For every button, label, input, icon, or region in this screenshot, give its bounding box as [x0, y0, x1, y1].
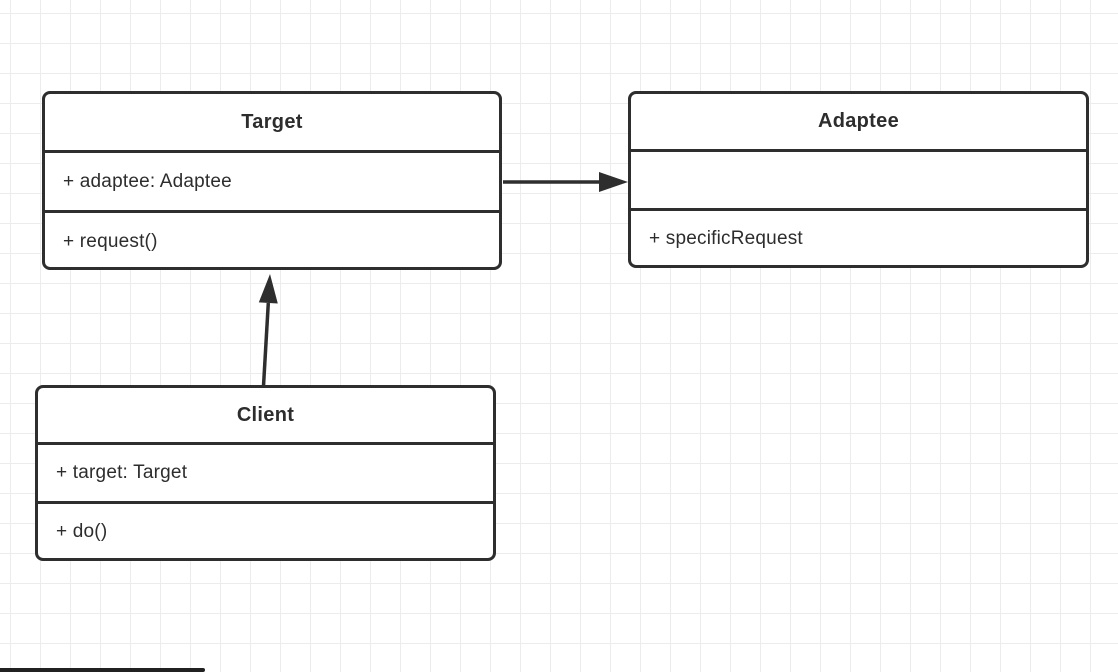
class-title: Client: [236, 403, 295, 426]
arrow-line[interactable]: [261, 302, 271, 387]
class-attribute: + adaptee: Adaptee: [63, 170, 232, 192]
class-attributes-section: + adaptee: Adaptee: [45, 150, 499, 210]
uml-class-target[interactable]: Target + adaptee: Adaptee + request(): [42, 91, 502, 270]
class-methods-section: + request(): [45, 210, 499, 270]
class-title: Adaptee: [817, 110, 899, 132]
canvas-horizontal-scrollbar[interactable]: [0, 668, 205, 672]
class-title: Target: [241, 110, 303, 133]
class-attributes-section: + target: Target: [38, 442, 493, 501]
association-arrow-target-to-adaptee[interactable]: [503, 172, 628, 192]
uml-class-client[interactable]: Client + target: Target + do(): [35, 385, 496, 561]
association-arrow-client-to-target[interactable]: [258, 274, 278, 387]
class-attribute: + target: Target: [56, 462, 188, 483]
class-method: + do(): [56, 521, 108, 542]
class-methods-section: + do(): [38, 501, 493, 560]
class-method: + specificRequest: [649, 228, 803, 249]
class-attributes-section-empty: [631, 149, 1086, 208]
uml-class-adaptee[interactable]: Adaptee + specificRequest: [628, 91, 1089, 268]
class-method: + request(): [63, 230, 158, 252]
class-methods-section: + specificRequest: [631, 208, 1086, 267]
arrowhead-icon: [599, 172, 628, 192]
arrowhead-icon: [258, 274, 278, 304]
